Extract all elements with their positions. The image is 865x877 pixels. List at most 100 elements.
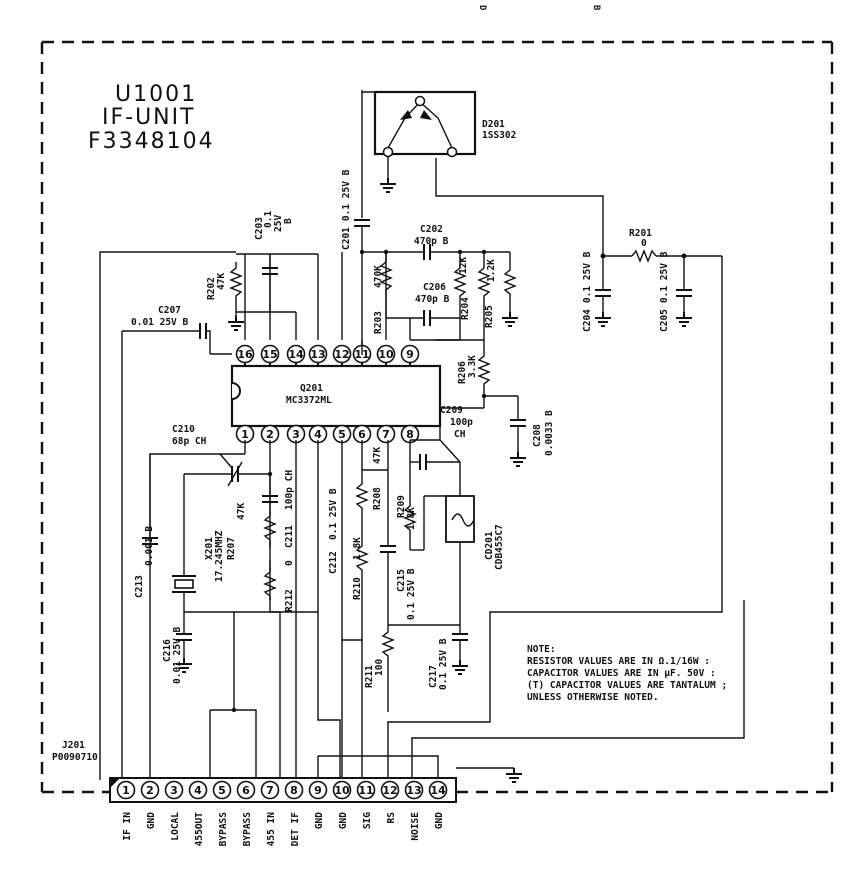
r209-ref: R209 xyxy=(396,495,407,518)
r201-value: 0 xyxy=(641,238,647,249)
c202-value: 470p B xyxy=(414,236,449,247)
j201-part: P0090710 xyxy=(52,752,98,763)
r207-ref: R207 xyxy=(226,537,237,560)
connector-pin-number: 5 xyxy=(218,784,226,797)
r206-ref: R206 xyxy=(457,361,468,384)
resistor-r202: R202 47K xyxy=(206,262,245,331)
r206-value: 3.3K xyxy=(467,355,478,378)
ic-pin-label: 13 xyxy=(310,348,325,361)
r202-ref: R202 xyxy=(206,277,217,300)
capacitor-c204: C2040.1 25V B xyxy=(582,251,612,332)
crystal-x201: X201 17.245MHZ xyxy=(172,474,225,612)
c217-ref: C217 xyxy=(428,665,439,688)
ic-pin-5: 5 xyxy=(332,424,352,444)
c209-value2: CH xyxy=(454,429,466,440)
capacitor-c201: C2010.1 25V B xyxy=(341,169,370,355)
resistor-r209: R209 1.8K xyxy=(396,454,460,540)
ic-pin-8: 8 xyxy=(400,424,420,444)
d201-part: 1SS302 xyxy=(482,130,516,141)
r211-ref: R211 xyxy=(364,665,375,688)
r208-ref: R208 xyxy=(372,487,383,510)
note-heading: NOTE: xyxy=(527,644,556,655)
ic-pin-label: 3 xyxy=(292,428,300,441)
connector-pin-label: GND xyxy=(314,812,325,829)
c202-ref: C202 xyxy=(420,224,443,235)
connector-pin-number: 14 xyxy=(430,784,446,797)
connector-pin-number: 3 xyxy=(170,784,178,797)
c208-value: 0.0033 B xyxy=(544,410,555,456)
ic-pin-9: 9 xyxy=(400,344,420,366)
c207-value: 0.01 25V B xyxy=(131,317,188,328)
capacitor-c202: C202 470p B xyxy=(362,224,510,260)
resistor-r212: R212 0 xyxy=(234,560,318,613)
c211-value: 100p CH xyxy=(284,470,295,510)
note-line2: CAPACITOR VALUES ARE IN μF. 50V : xyxy=(527,668,716,679)
connector-pin-7: 7 455 IN xyxy=(260,780,280,847)
connector-pin-label: 455OUT xyxy=(194,812,205,847)
capacitor-c213: C213 0.001 B xyxy=(134,454,158,598)
r204-value: 12K xyxy=(458,257,469,274)
c209-ref: C209 xyxy=(440,405,463,416)
c212-ref: C212 xyxy=(328,551,339,574)
capacitor-c208: C208 0.0033 B xyxy=(509,396,555,467)
capacitor-c207: C207 0.01 25V B xyxy=(122,305,211,354)
connector-pin-number: 9 xyxy=(314,784,322,797)
ic-pin-label: 1 xyxy=(241,428,249,441)
capacitor-c205: C2050.1 25V B xyxy=(659,251,693,332)
unit-title: U1001 IF-UNIT F3348104 xyxy=(88,82,213,154)
c216-ref: C216 xyxy=(162,639,173,662)
note-block: NOTE: RESISTOR VALUES ARE IN Ω.1/16W : C… xyxy=(527,644,727,703)
ic-pin-label: 6 xyxy=(358,428,366,441)
resistor-r210: R210 1.8K xyxy=(352,530,369,640)
top-mark-b: B xyxy=(591,5,601,11)
c215-ref: C215 xyxy=(396,569,407,592)
ic-pin-label: 5 xyxy=(338,428,346,441)
connector-pin-label: GND xyxy=(434,812,445,829)
cd201-part: CDB455C7 xyxy=(494,524,505,570)
resistor-r207: R207 47K xyxy=(226,474,277,560)
capacitor-c210: C210 68p CH xyxy=(172,424,270,487)
r203-ref: R203 xyxy=(373,311,384,334)
connector-pin-number: 7 xyxy=(266,784,274,797)
capacitor-c215: C215 0.1 25V B xyxy=(380,484,417,625)
c213-ref: C213 xyxy=(134,575,145,598)
connector-pin-label: 455 IN xyxy=(266,812,277,847)
ic-pin-1: 1 xyxy=(235,424,255,444)
connector-pin-1: 1IF IN xyxy=(116,780,136,841)
r205-value: 1.2K xyxy=(486,259,497,282)
connector-pin-number: 8 xyxy=(290,784,298,797)
ic-pin-13: 13 xyxy=(308,344,328,366)
c213-value: 0.001 B xyxy=(144,526,155,566)
connector-pin-number: 1 xyxy=(122,784,130,797)
resistor-r208: R208 47K xyxy=(355,447,383,530)
connector-pin-label: SIG xyxy=(362,812,373,829)
c203-value3: B xyxy=(283,218,294,224)
note-line1: RESISTOR VALUES ARE IN Ω.1/16W : xyxy=(527,656,710,667)
connector-pin-number: 12 xyxy=(382,784,397,797)
c208-ref: C208 xyxy=(532,424,543,447)
connector-pin-number: 2 xyxy=(146,784,154,797)
connector-pin-label: BYPASS xyxy=(242,812,253,847)
c217-value: 0.1 25V B xyxy=(438,638,449,690)
d201-ref: D201 xyxy=(482,119,505,130)
capacitor-c206: C206 470p B xyxy=(386,282,460,326)
resistor-r203: R203 470K xyxy=(373,252,393,334)
ic-pin-4: 4 xyxy=(308,424,328,444)
cd201-ref: CD201 xyxy=(484,531,495,560)
c203-value1: 0.1 xyxy=(263,211,274,228)
capacitor-c217: C217 0.1 25V B xyxy=(388,624,469,690)
r207-value: 47K xyxy=(236,503,247,520)
r208-value: 47K xyxy=(372,447,383,464)
connector-pin-label: RS xyxy=(386,812,397,824)
r211-value: 100 xyxy=(374,659,385,676)
connector-pin-number: 10 xyxy=(334,784,350,797)
r212-ref: R212 xyxy=(284,589,295,612)
